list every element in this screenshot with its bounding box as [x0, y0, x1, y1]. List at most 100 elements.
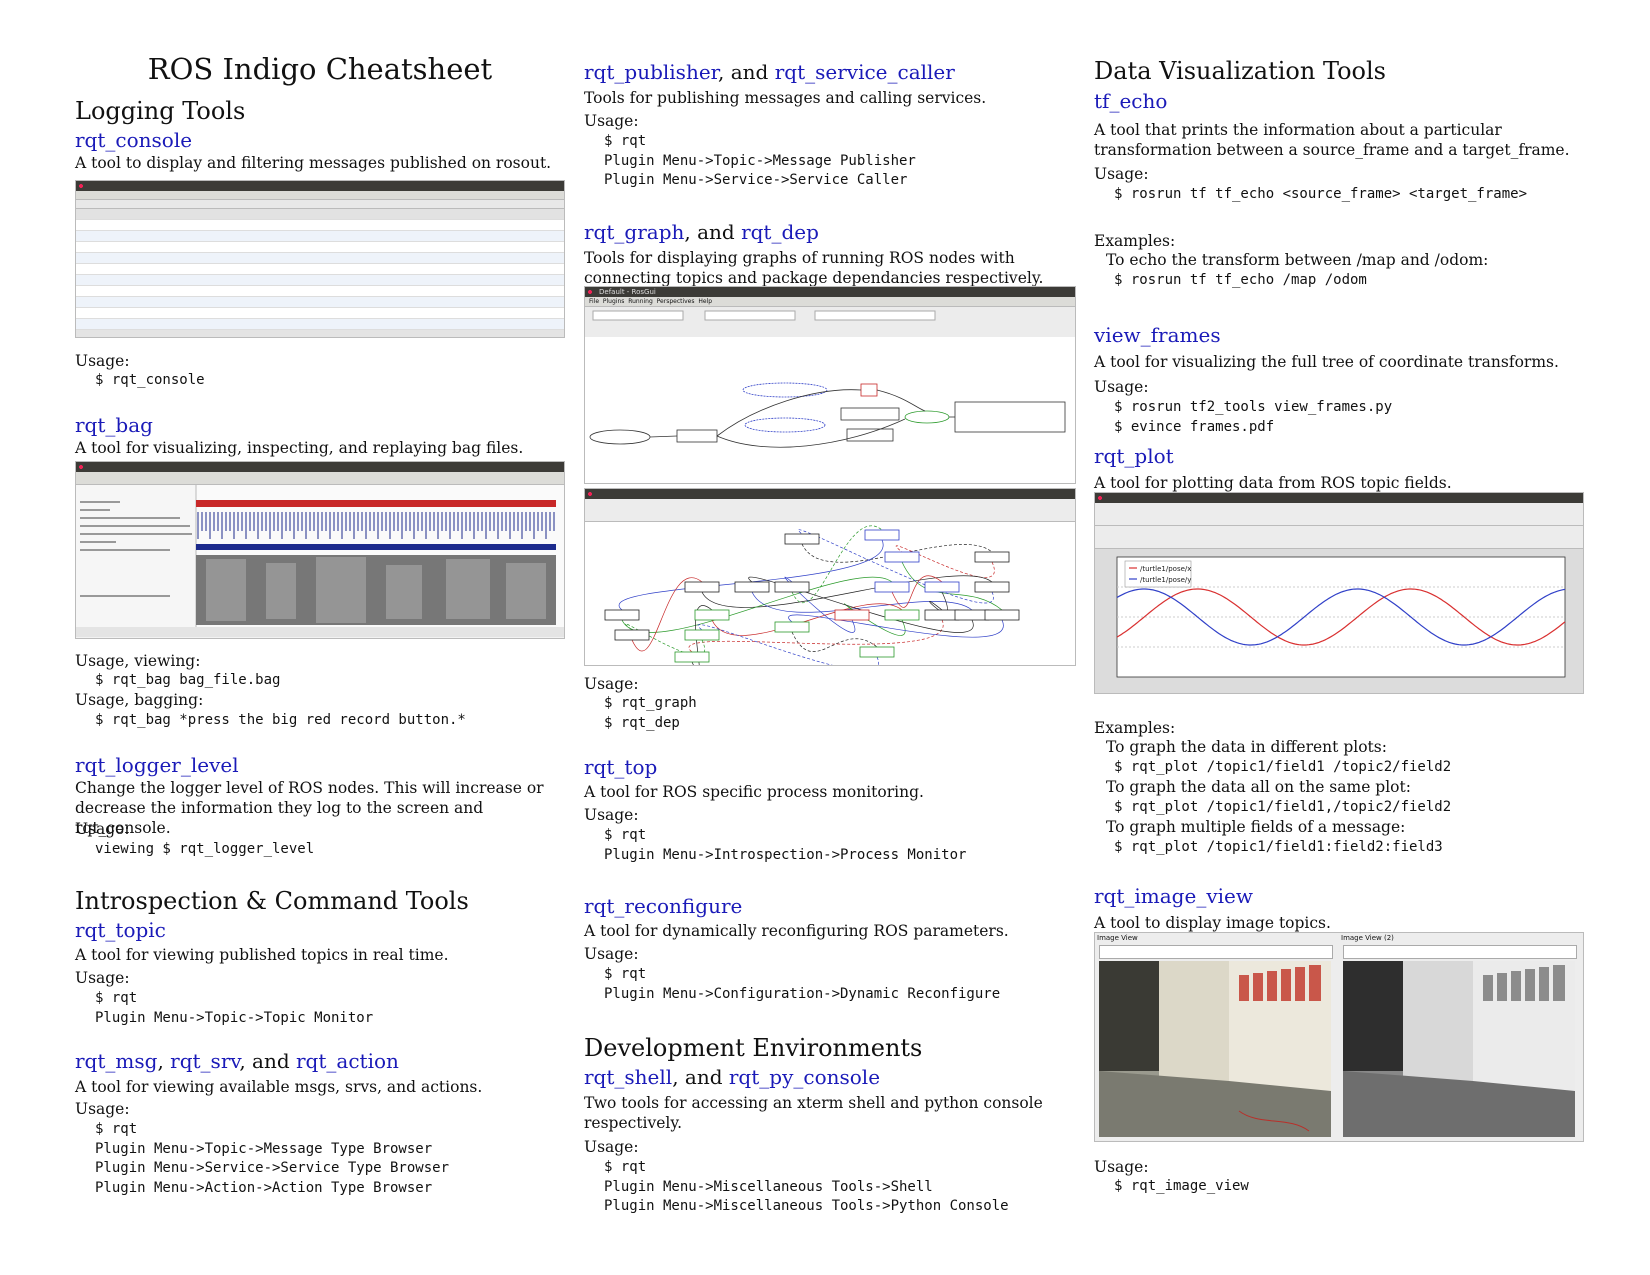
window-toolbar — [76, 472, 564, 485]
rqt-topic-usage-label: Usage: — [75, 969, 130, 987]
rqt-reconfigure-desc: A tool for dynamically reconfiguring ROS… — [584, 922, 1009, 940]
view-frames-code: $ rosrun tf2_tools view_frames.py $ evin… — [1114, 399, 1393, 435]
rqt-console-code: $ rqt_console — [95, 372, 205, 388]
menu-help[interactable]: Help — [698, 298, 713, 305]
rqt-msg-desc: A tool for viewing available msgs, srvs,… — [75, 1078, 483, 1096]
rqt-publisher-code: $ rqt Plugin Menu->Topic->Message Publis… — [604, 133, 916, 188]
rqt-plot-desc: A tool for plotting data from ROS topic … — [1094, 474, 1452, 492]
window-titlebar: Default - RosGui — [585, 287, 1075, 297]
rqt-bag-title: rqt_bag — [75, 413, 153, 437]
menu-file[interactable]: File — [589, 298, 600, 305]
section-development: Development Environments — [584, 1034, 923, 1062]
series-line-y — [1116, 588, 1566, 646]
view-frames-usage-label: Usage: — [1094, 378, 1149, 396]
section-introspection: Introspection & Command Tools — [75, 887, 469, 915]
rqt-action-name: rqt_action — [296, 1049, 399, 1073]
rqt-console-title: rqt_console — [75, 128, 193, 152]
rqt-topic-code: $ rqt Plugin Menu->Topic->Topic Monitor — [95, 990, 374, 1026]
navigation-toolbar — [1095, 526, 1583, 549]
window-titlebar — [76, 462, 564, 472]
rqt-publisher-name: rqt_publisher — [584, 60, 719, 84]
rqt-shell-desc: Two tools for accessing an xterm shell a… — [584, 1094, 1043, 1132]
rqt-image-view-desc: A tool to display image topics. — [1094, 914, 1331, 932]
rqt-topic-desc: A tool for viewing published topics in r… — [75, 946, 449, 964]
rqt-graph-title: rqt_graph, and rqt_dep — [584, 220, 819, 244]
rqt-msg-sep2: , and — [239, 1049, 296, 1073]
topic-toolbar — [1095, 503, 1583, 526]
window-titlebar — [76, 181, 564, 191]
rqt-msg-usage-label: Usage: — [75, 1100, 130, 1118]
menu-bar: File Plugins Running Perspectives Help — [585, 297, 1075, 307]
rqt-image-view-code: $ rqt_image_view — [1114, 1178, 1249, 1194]
image-panel-rect — [1343, 961, 1575, 1137]
tf-echo-example-text: To echo the transform between /map and /… — [1106, 251, 1489, 269]
image-topic-select-1[interactable] — [1099, 945, 1333, 959]
rqt-bag-code-bag: $ rqt_bag *press the big red record butt… — [95, 712, 466, 728]
rqt-top-desc: A tool for ROS specific process monitori… — [584, 783, 924, 801]
rqt-shell-sep: , and — [672, 1065, 729, 1089]
rqt-reconfigure-code: $ rqt Plugin Menu->Configuration->Dynami… — [604, 966, 1001, 1002]
rqt-plot-ex1-text: To graph the data in different plots: — [1106, 738, 1387, 756]
rqt-logger-level-usage-label: Usage: — [75, 820, 130, 838]
rqt-dep-screenshot — [584, 488, 1076, 666]
image-topic-select-2[interactable] — [1343, 945, 1577, 959]
rqt-shell-name: rqt_shell — [584, 1065, 673, 1089]
rqt-publisher-title: rqt_publisher, and rqt_service_caller — [584, 60, 955, 84]
menu-plugins[interactable]: Plugins — [602, 298, 625, 305]
rqt-bag-desc: A tool for visualizing, inspecting, and … — [75, 439, 524, 457]
window-title: Default - RosGui — [599, 288, 656, 296]
plot-canvas: /turtle1/pose/x /turtle1/pose/y — [1095, 549, 1583, 693]
rqt-plot-ex2-code: $ rqt_plot /topic1/field1,/topic2/field2 — [1114, 799, 1452, 815]
image-panel-color — [1099, 961, 1331, 1137]
rqt-py-console-name: rqt_py_console — [728, 1065, 881, 1089]
rqt-reconfigure-title: rqt_reconfigure — [584, 894, 743, 918]
rqt-graph-screenshot: Default - RosGui File Plugins Running Pe… — [584, 286, 1076, 484]
rqt-publisher-usage-label: Usage: — [584, 112, 639, 130]
window-toolbar-2 — [76, 200, 564, 209]
rqt-msg-name: rqt_msg — [75, 1049, 158, 1073]
node-graph — [585, 307, 1075, 483]
rqt-shell-code: $ rqt Plugin Menu->Miscellaneous Tools->… — [604, 1159, 1009, 1214]
view-frames-title: view_frames — [1094, 323, 1221, 347]
window-titlebar — [1095, 493, 1583, 503]
rqt-top-title: rqt_top — [584, 755, 658, 779]
rqt-logger-level-code: viewing $ rqt_logger_level — [95, 841, 315, 857]
rqt-graph-sep: , and — [684, 220, 742, 244]
image-view-panel-title-2: Image View (2) — [1341, 934, 1394, 942]
rqt-plot-ex1-code: $ rqt_plot /topic1/field1 /topic2/field2 — [1114, 759, 1452, 775]
rqt-graph-usage-label: Usage: — [584, 675, 639, 693]
rqt-shell-title: rqt_shell, and rqt_py_console — [584, 1065, 880, 1089]
rqt-bag-code-view: $ rqt_bag bag_file.bag — [95, 672, 281, 688]
rqt-msg-title: rqt_msg, rqt_srv, and rqt_action — [75, 1049, 399, 1073]
legend-label-y: /turtle1/pose/y — [1140, 576, 1191, 584]
rqt-image-view-title: rqt_image_view — [1094, 884, 1253, 908]
rqt-plot-examples-label: Examples: — [1094, 719, 1176, 737]
rqt-plot-ex3-text: To graph multiple fields of a message: — [1106, 818, 1406, 836]
rqt-bag-screenshot — [75, 461, 565, 639]
section-logging: Logging Tools — [75, 97, 246, 125]
tf-echo-example-code: $ rosrun tf tf_echo /map /odom — [1114, 272, 1367, 288]
menu-running[interactable]: Running — [628, 298, 653, 305]
rqt-plot-screenshot: /turtle1/pose/x /turtle1/pose/y — [1094, 492, 1584, 694]
dependency-graph — [585, 522, 1075, 665]
page-title: ROS Indigo Cheatsheet — [147, 52, 493, 86]
rqt-plot-ex3-code: $ rqt_plot /topic1/field1:field2:field3 — [1114, 839, 1443, 855]
rqt-bag-usage-view-label: Usage, viewing: — [75, 652, 201, 670]
menu-perspectives[interactable]: Perspectives — [656, 298, 695, 305]
rqt-console-screenshot — [75, 180, 565, 338]
rqt-image-view-screenshot: Image View Image View (2) — [1094, 932, 1584, 1142]
rqt-plot-title: rqt_plot — [1094, 444, 1174, 468]
rqt-topic-title: rqt_topic — [75, 918, 166, 942]
view-frames-desc: A tool for visualizing the full tree of … — [1094, 353, 1559, 371]
tf-echo-code: $ rosrun tf tf_echo <source_frame> <targ… — [1114, 186, 1528, 202]
tf-echo-examples-label: Examples: — [1094, 232, 1176, 250]
tf-echo-title: tf_echo — [1094, 89, 1168, 113]
rqt-msg-code: $ rqt Plugin Menu->Topic->Message Type B… — [95, 1121, 450, 1196]
rqt-service-caller-name: rqt_service_caller — [774, 60, 955, 84]
legend-label-x: /turtle1/pose/x — [1140, 565, 1191, 573]
record-bar — [196, 500, 556, 507]
tf-echo-desc: A tool that prints the information about… — [1094, 121, 1570, 159]
window-toolbar — [585, 499, 1075, 522]
rqt-graph-code: $ rqt_graph $ rqt_dep — [604, 695, 697, 731]
rqt-console-usage-label: Usage: — [75, 352, 130, 370]
